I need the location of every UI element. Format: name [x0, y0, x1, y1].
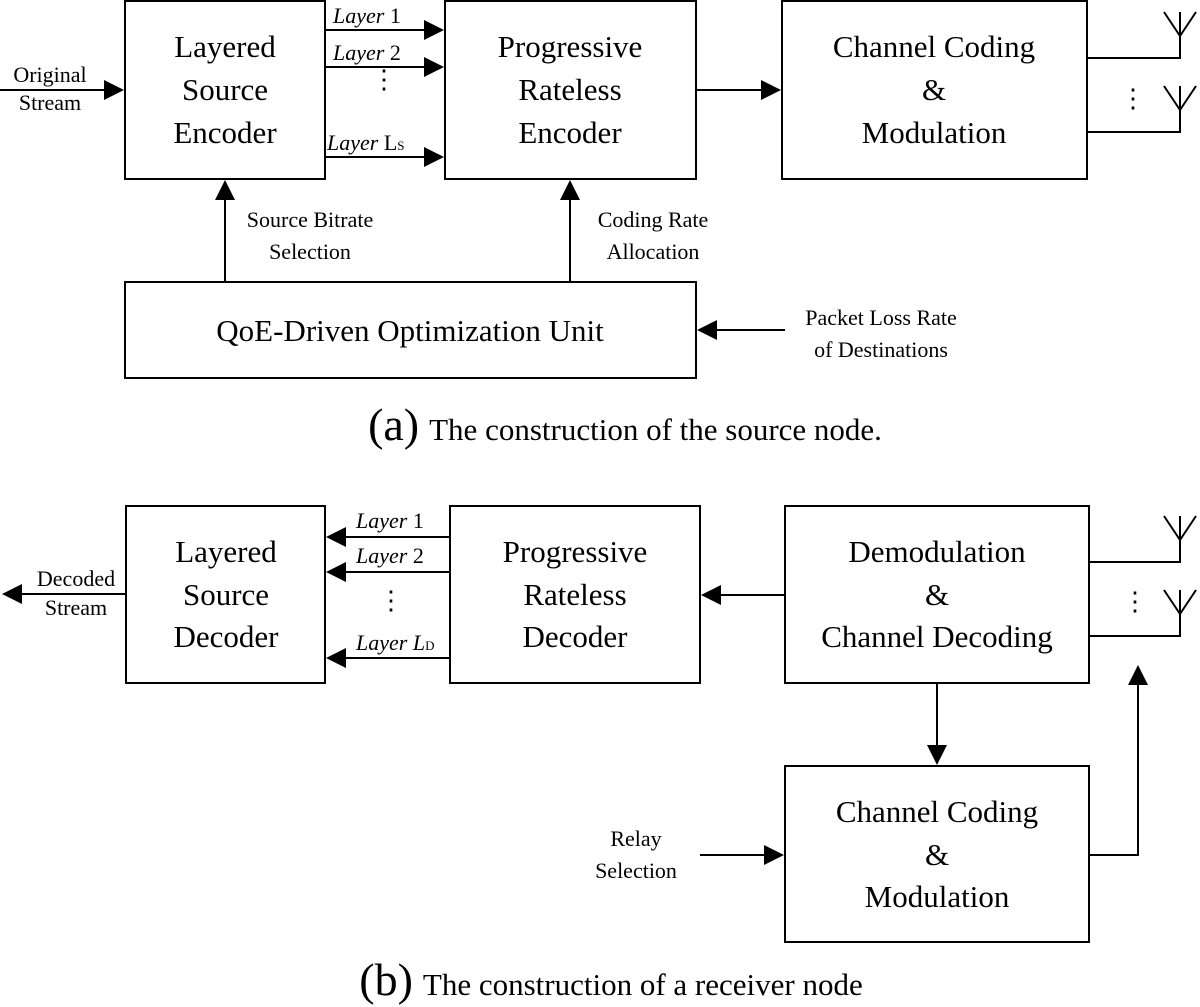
coding-rate-head — [560, 180, 580, 200]
channel-coding-line1: Channel Coding — [833, 29, 1035, 64]
rateless-decoder-line1: Progressive — [503, 534, 648, 569]
encoder-label-line3: Encoder — [173, 115, 277, 150]
decoder-label-line1: Layered — [175, 534, 277, 569]
rx-layer-1-label: Layer 1 — [355, 508, 424, 533]
demod-line1: Demodulation — [848, 534, 1026, 569]
rx-layer-ld-label: Layer LD — [355, 630, 434, 655]
channel-coding-modulation-box — [781, 0, 1088, 180]
rx-layer-1-arrow-head — [326, 527, 346, 547]
relay-coding-line1: Channel Coding — [836, 794, 1038, 829]
packet-loss-label-line1: Packet Loss Rate — [805, 305, 957, 330]
antenna-icon — [1089, 589, 1197, 637]
layer-ls-arrow-head — [424, 147, 444, 167]
demodulation-channel-decoding-box — [784, 505, 1090, 684]
coding-rate-label-line2: Allocation — [607, 239, 700, 264]
layer-2-label: Layer 2 — [332, 40, 401, 65]
rx-antenna-ellipsis: ⋮ — [1122, 587, 1148, 616]
to-channel-coding-head — [761, 80, 781, 100]
to-antenna-head — [1128, 665, 1148, 685]
to-rateless-decoder-head — [701, 585, 721, 605]
qoe-unit-label: QoE-Driven Optimization Unit — [216, 313, 604, 348]
bitrate-label-line1: Source Bitrate — [247, 207, 373, 232]
demod-line3: Channel Decoding — [821, 619, 1053, 654]
rateless-encoder-line3: Encoder — [518, 115, 622, 150]
relay-label-line1: Relay — [610, 826, 661, 851]
rx-layer-ld-arrow-head — [326, 648, 346, 668]
caption-a: (a)The construction of the source node. — [368, 399, 882, 450]
relay-coding-line3: Modulation — [865, 879, 1010, 914]
relay-selection-head — [764, 845, 784, 865]
to-antenna-line — [1089, 684, 1139, 856]
to-relay-coding-head — [927, 745, 947, 765]
decoder-label-line2: Source — [183, 577, 269, 612]
rx-layer-2-label: Layer 2 — [355, 543, 424, 568]
encoder-label-line1: Layered — [174, 29, 276, 64]
layer-1-arrow-head — [424, 20, 444, 40]
bitrate-label-line2: Selection — [269, 239, 351, 264]
progressive-rateless-encoder-box — [444, 0, 697, 180]
input-label-line1: Original — [13, 62, 86, 87]
channel-coding-line2: & — [922, 72, 946, 107]
layer-ellipsis: ⋮ — [371, 65, 397, 94]
antenna-ellipsis: ⋮ — [1120, 84, 1146, 113]
rx-layer-2-arrow-head — [326, 562, 346, 582]
output-arrow-head — [2, 584, 22, 604]
relay-label-line2: Selection — [595, 858, 677, 883]
layered-source-decoder-box — [125, 505, 326, 684]
rateless-encoder-line2: Rateless — [518, 72, 621, 107]
progressive-rateless-decoder-box — [449, 505, 701, 684]
encoder-label-line2: Source — [182, 72, 268, 107]
decoder-label-line3: Decoder — [174, 619, 280, 654]
layer-1-label: Layer 1 — [332, 3, 401, 28]
rx-layer-ellipsis: ⋮ — [378, 586, 404, 615]
output-label-line2: Stream — [45, 595, 107, 620]
packet-loss-arrow-head — [697, 320, 717, 340]
antenna-icon — [1087, 11, 1197, 59]
bitrate-selection-head — [215, 180, 235, 200]
antenna-icon — [1089, 515, 1197, 563]
output-label-line1: Decoded — [37, 566, 115, 591]
input-label-line2: Stream — [19, 90, 81, 115]
demod-line2: & — [925, 577, 949, 612]
rateless-decoder-line3: Decoder — [523, 619, 629, 654]
rateless-decoder-line2: Rateless — [523, 577, 626, 612]
antenna-icon — [1087, 85, 1197, 133]
coding-rate-label-line1: Coding Rate — [598, 207, 709, 232]
channel-coding-line3: Modulation — [862, 115, 1007, 150]
packet-loss-label-line2: of Destinations — [814, 337, 948, 362]
qoe-optimization-unit-box — [124, 281, 697, 379]
layer-ls-label: Layer LS — [326, 130, 405, 155]
input-arrow-head — [104, 80, 124, 100]
caption-b: (b)The construction of a receiver node — [359, 954, 862, 1005]
rateless-encoder-line1: Progressive — [498, 29, 643, 64]
layer-2-arrow-head — [424, 57, 444, 77]
relay-channel-coding-box — [784, 765, 1090, 943]
layered-source-encoder-box — [124, 0, 326, 180]
relay-coding-line2: & — [925, 837, 949, 872]
